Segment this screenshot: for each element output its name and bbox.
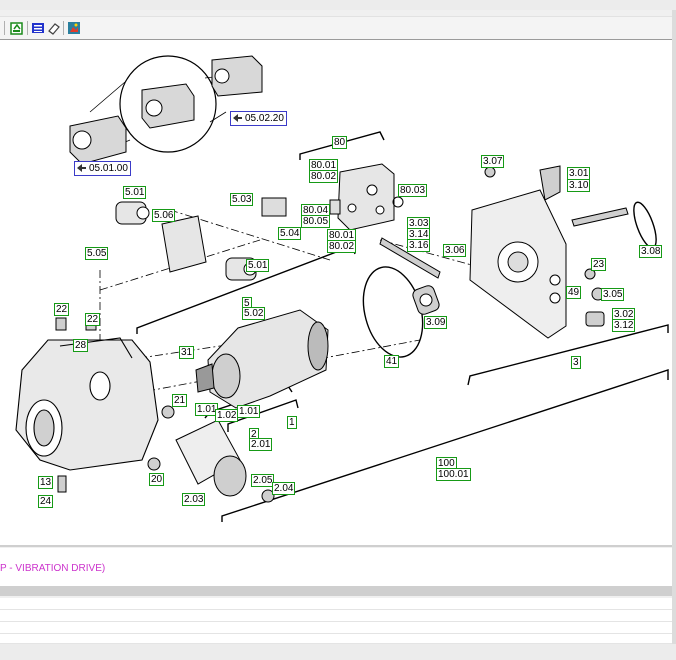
part-label[interactable]: 2.04 bbox=[272, 482, 296, 495]
part-label[interactable]: 3.06 bbox=[443, 244, 467, 257]
top-strip bbox=[0, 0, 676, 10]
reference-label[interactable]: 05.02.20 bbox=[230, 111, 287, 126]
list-icon[interactable] bbox=[31, 21, 45, 35]
part-label[interactable]: 20 bbox=[149, 473, 165, 486]
part-label[interactable]: 41 bbox=[384, 355, 400, 368]
toolbar-separator bbox=[27, 21, 28, 35]
arrow-left-icon bbox=[233, 114, 242, 122]
parts-table-header bbox=[0, 586, 672, 596]
arrow-left-icon bbox=[77, 164, 86, 172]
part-label[interactable]: 80 bbox=[332, 136, 348, 149]
part-label[interactable]: 22 bbox=[85, 313, 101, 326]
reference-label[interactable]: 05.01.00 bbox=[74, 161, 131, 176]
part-label[interactable]: 5.04 bbox=[278, 227, 302, 240]
part-label[interactable]: 80.02 bbox=[327, 240, 357, 253]
right-scrollbar[interactable] bbox=[672, 10, 676, 644]
part-label[interactable]: 80.02 bbox=[309, 170, 339, 183]
part-label[interactable]: 13 bbox=[38, 476, 54, 489]
status-strip bbox=[0, 644, 676, 660]
part-label[interactable]: 3.09 bbox=[424, 316, 448, 329]
part-label[interactable]: 3.01 bbox=[567, 167, 591, 180]
description-panel: P - VIBRATION DRIVE) bbox=[0, 548, 672, 586]
part-label[interactable]: 3.16 bbox=[407, 239, 431, 252]
part-label[interactable]: 2.03 bbox=[182, 493, 206, 506]
part-label[interactable]: 28 bbox=[73, 339, 89, 352]
part-label[interactable]: 5.06 bbox=[152, 209, 176, 222]
part-label[interactable]: 3.05 bbox=[601, 288, 625, 301]
part-label[interactable]: 1.01 bbox=[237, 405, 261, 418]
part-label[interactable]: 3.07 bbox=[481, 155, 505, 168]
part-label[interactable]: 22 bbox=[54, 303, 70, 316]
part-label[interactable]: 31 bbox=[179, 346, 195, 359]
table-row[interactable] bbox=[0, 598, 672, 610]
part-label[interactable]: 80.03 bbox=[398, 184, 428, 197]
part-label[interactable]: 23 bbox=[591, 258, 607, 271]
part-label[interactable]: 5.05 bbox=[85, 247, 109, 260]
image-icon[interactable] bbox=[67, 21, 81, 35]
exploded-view-drawing bbox=[15, 55, 669, 522]
part-label[interactable]: 24 bbox=[38, 495, 54, 508]
part-label[interactable]: 49 bbox=[566, 286, 582, 299]
part-label[interactable]: 3 bbox=[571, 356, 581, 369]
table-row[interactable] bbox=[0, 622, 672, 634]
part-label[interactable]: 1.02 bbox=[215, 409, 239, 422]
part-label[interactable]: 3.08 bbox=[639, 245, 663, 258]
part-label[interactable]: 2.05 bbox=[251, 474, 275, 487]
toolbar-separator bbox=[63, 21, 64, 35]
toolbar-separator bbox=[4, 21, 5, 35]
part-label[interactable]: 100.01 bbox=[436, 468, 471, 481]
part-label[interactable]: 2.01 bbox=[249, 438, 273, 451]
table-row[interactable] bbox=[0, 634, 672, 644]
part-label[interactable]: 3.12 bbox=[612, 319, 636, 332]
parts-diagram[interactable]: 05.02.20 05.01.00 80 80.01 80.02 80.03 8… bbox=[0, 40, 672, 547]
part-label[interactable]: 80.05 bbox=[301, 215, 331, 228]
part-label[interactable]: 5.03 bbox=[230, 193, 254, 206]
export-icon[interactable] bbox=[10, 21, 24, 35]
part-label[interactable]: 5.02 bbox=[242, 307, 266, 320]
part-label[interactable]: 1.01 bbox=[195, 403, 219, 416]
table-row[interactable] bbox=[0, 610, 672, 622]
part-label[interactable]: 5.01 bbox=[123, 186, 147, 199]
part-label[interactable]: 5.01 bbox=[246, 259, 270, 272]
eraser-icon[interactable] bbox=[47, 21, 61, 35]
diagram-description: P - VIBRATION DRIVE) bbox=[0, 563, 106, 574]
toolbar bbox=[0, 16, 672, 40]
part-label[interactable]: 21 bbox=[172, 394, 188, 407]
part-label[interactable]: 1 bbox=[287, 416, 297, 429]
part-label[interactable]: 3.10 bbox=[567, 179, 591, 192]
